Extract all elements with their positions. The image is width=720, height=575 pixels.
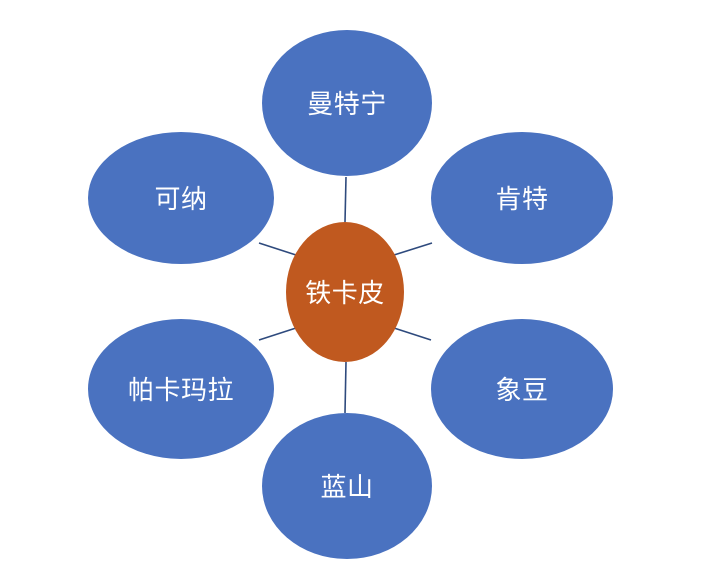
- connector-line-bottom-right: [393, 327, 432, 341]
- node-maragogype[interactable]: 象豆: [431, 319, 613, 459]
- node-mandheling[interactable]: 曼特宁: [262, 30, 432, 176]
- connector-line-top: [344, 176, 347, 223]
- center-node[interactable]: 铁卡皮: [286, 222, 404, 362]
- connector-line-top-left: [258, 242, 297, 256]
- node-label-bottom-right: 象豆: [495, 375, 548, 405]
- node-shape-top-right: [431, 132, 613, 264]
- connector-group: [258, 176, 433, 414]
- node-label-top: 曼特宁: [307, 89, 387, 119]
- node-label-top-left: 可纳: [154, 184, 207, 214]
- connector-line-bottom-left: [258, 327, 297, 341]
- node-shape-top-left: [88, 132, 274, 264]
- connector-line-top-right: [393, 242, 433, 256]
- connector-line-bottom: [344, 361, 347, 414]
- center-node-label: 铁卡皮: [305, 278, 385, 308]
- node-shape-bottom-right: [431, 319, 613, 459]
- node-label-top-right: 肯特: [495, 184, 548, 214]
- node-pacamara[interactable]: 帕卡玛拉: [88, 319, 274, 459]
- node-kona[interactable]: 可纳: [88, 132, 274, 264]
- node-shape-bottom: [262, 413, 432, 559]
- node-shape-top: [262, 30, 432, 176]
- node-label-bottom: 蓝山: [320, 472, 373, 502]
- node-kent[interactable]: 肯特: [431, 132, 613, 264]
- center-node-shape: [286, 222, 404, 362]
- node-blue-mountain[interactable]: 蓝山: [262, 413, 432, 559]
- node-label-bottom-left: 帕卡玛拉: [128, 375, 234, 405]
- node-shape-bottom-left: [88, 319, 274, 459]
